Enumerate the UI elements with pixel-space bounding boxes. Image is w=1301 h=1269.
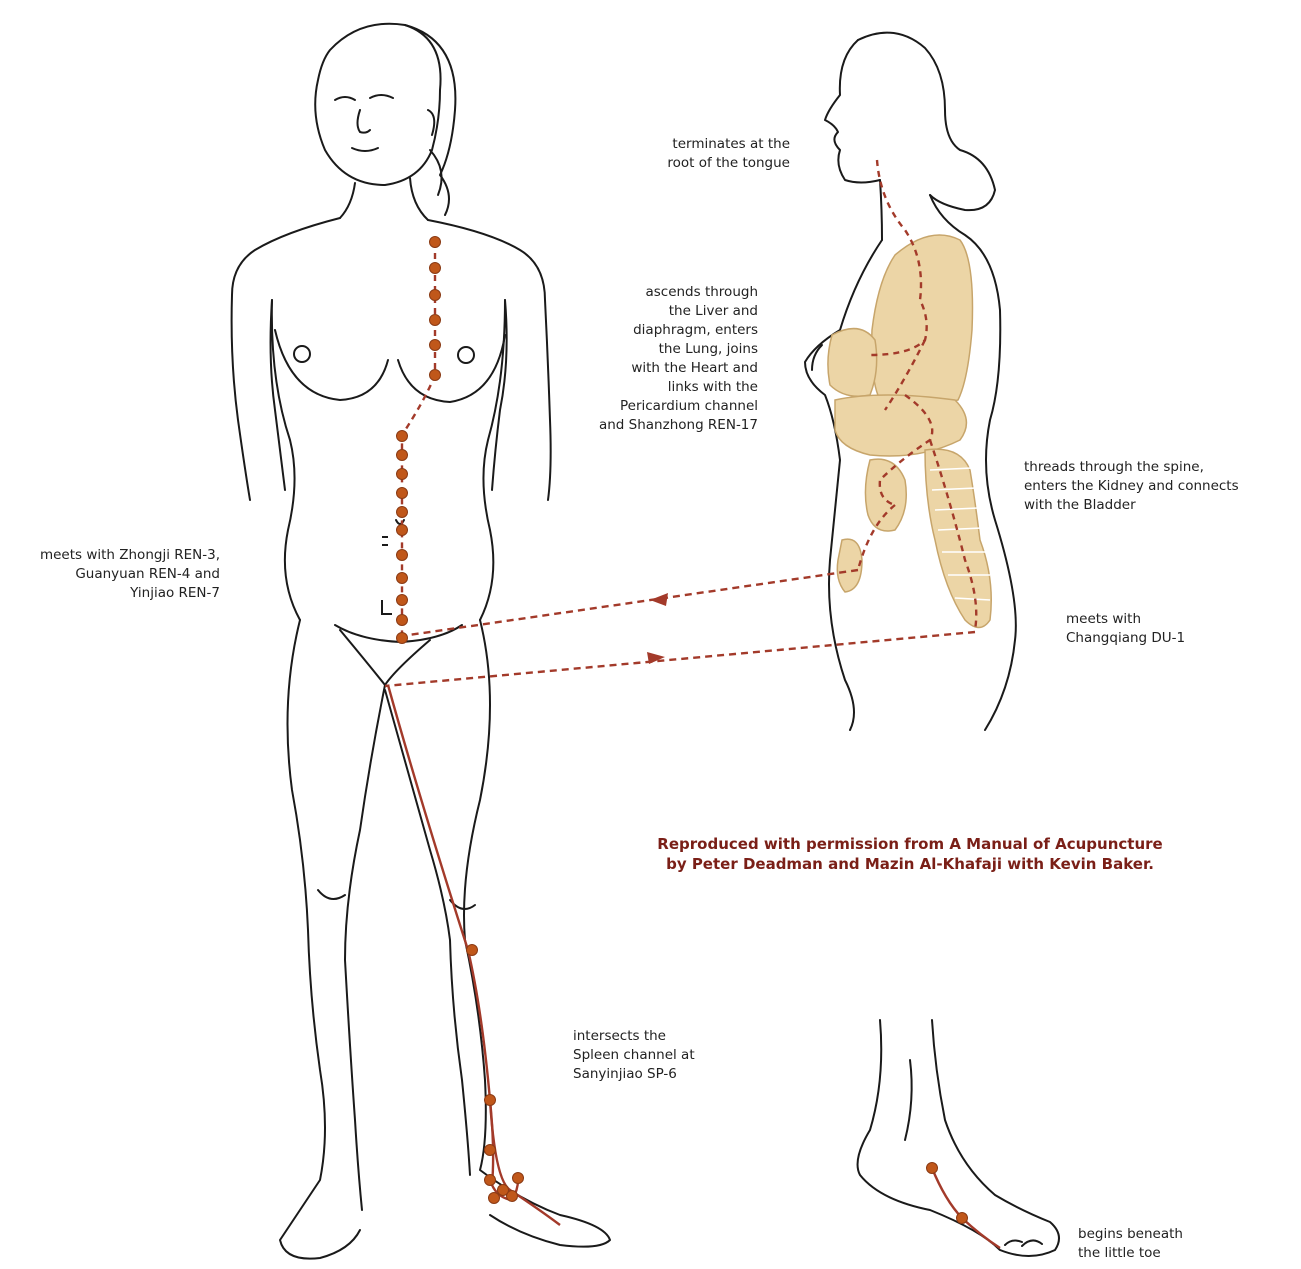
acupoint-dot	[397, 633, 408, 644]
label-toe-line-2: the little toe	[1078, 1244, 1183, 1263]
acupoint-dot	[467, 945, 478, 956]
label-zhongji-line-2: Guanyuan REN-4 and	[2, 565, 220, 584]
acupoint-dot	[397, 573, 408, 584]
acupoint-dot	[957, 1213, 968, 1224]
label-tongue-line-1: terminates at the	[600, 135, 790, 154]
acupoint-dot	[927, 1163, 938, 1174]
label-tongue: terminates at the root of the tongue	[600, 135, 790, 173]
connector-arrows	[385, 570, 975, 686]
acupoint-dot	[430, 263, 441, 274]
front-channel	[382, 242, 560, 1225]
label-liver-line-5: with the Heart and	[570, 359, 758, 378]
acupoint-dot	[430, 370, 441, 381]
label-liver-line-7: Pericardium channel	[570, 397, 758, 416]
label-changqiang-line-1: meets with	[1066, 610, 1185, 629]
acupoint-dot	[485, 1095, 496, 1106]
credit-text: Reproduced with permission from A Manual…	[560, 834, 1260, 874]
label-changqiang: meets with Changqiang DU-1	[1066, 610, 1185, 648]
front-figure	[232, 24, 610, 1259]
acupoint-dot	[489, 1193, 500, 1204]
label-sanyinjiao-line-2: Spleen channel at	[573, 1046, 695, 1065]
label-spine-line-2: enters the Kidney and connects	[1024, 477, 1239, 496]
acupoint-dot	[430, 237, 441, 248]
label-liver-line-4: the Lung, joins	[570, 340, 758, 359]
label-liver-line-6: links with the	[570, 378, 758, 397]
acupoint-dot	[485, 1175, 496, 1186]
label-spine: threads through the spine, enters the Ki…	[1024, 458, 1239, 515]
arrow-head-left	[650, 593, 668, 606]
acupoint-dot	[397, 595, 408, 606]
label-zhongji-line-3: Yinjiao REN-7	[2, 584, 220, 603]
acupoint-dot	[430, 315, 441, 326]
acupoint-dot	[397, 615, 408, 626]
acupoint-dot	[397, 450, 408, 461]
acupoint-dot	[430, 340, 441, 351]
label-spine-line-3: with the Bladder	[1024, 496, 1239, 515]
acupoint-dot	[397, 550, 408, 561]
acupoint-dot	[397, 431, 408, 442]
acupoint-dot	[430, 290, 441, 301]
acupoint-dot	[397, 507, 408, 518]
foot-channel	[932, 1168, 1000, 1248]
acupoint-dot	[498, 1185, 509, 1196]
label-liver-line-8: and Shanzhong REN-17	[570, 416, 758, 435]
label-zhongji-line-1: meets with Zhongji REN-3,	[2, 546, 220, 565]
label-toe-line-1: begins beneath	[1078, 1225, 1183, 1244]
label-zhongji: meets with Zhongji REN-3, Guanyuan REN-4…	[2, 546, 220, 603]
acupoint-dot	[513, 1173, 524, 1184]
credit-line-2: by Peter Deadman and Mazin Al-Khafaji wi…	[560, 854, 1260, 874]
acupoint-dot	[397, 488, 408, 499]
label-tongue-line-2: root of the tongue	[600, 154, 790, 173]
label-sanyinjiao: intersects the Spleen channel at Sanyinj…	[573, 1027, 695, 1084]
label-spine-line-1: threads through the spine,	[1024, 458, 1239, 477]
credit-line-1: Reproduced with permission from A Manual…	[560, 834, 1260, 854]
label-liver-line-1: ascends through	[570, 283, 758, 302]
label-toe: begins beneath the little toe	[1078, 1225, 1183, 1263]
label-sanyinjiao-line-3: Sanyinjiao SP-6	[573, 1065, 695, 1084]
acupoint-dot	[397, 469, 408, 480]
label-changqiang-line-2: Changqiang DU-1	[1066, 629, 1185, 648]
label-liver-line-3: diaphragm, enters	[570, 321, 758, 340]
label-liver: ascends through the Liver and diaphragm,…	[570, 283, 758, 435]
acupoint-dot	[397, 525, 408, 536]
label-liver-line-2: the Liver and	[570, 302, 758, 321]
arrow-head-right	[647, 652, 665, 664]
acupoint-dot	[485, 1145, 496, 1156]
label-sanyinjiao-line-1: intersects the	[573, 1027, 695, 1046]
